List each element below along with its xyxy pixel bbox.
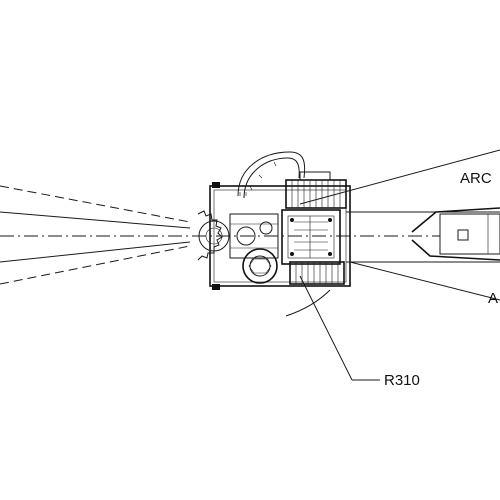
joint-detail-lines — [294, 216, 328, 258]
robot-base — [197, 182, 351, 290]
arm-taper — [411, 207, 500, 233]
cable-loop-outer — [237, 151, 306, 197]
bolt-1 — [290, 218, 294, 222]
motion-range-lines — [0, 185, 191, 285]
base-mount-bottom — [212, 284, 220, 290]
bolt-2 — [328, 218, 332, 222]
radius-leader-line — [299, 275, 353, 381]
arc-leader-bottom — [349, 261, 500, 301]
bolt-4 — [328, 252, 332, 256]
arm-end-block — [439, 213, 500, 255]
base-rotation-circle-inner — [205, 227, 223, 245]
radius-arc — [285, 289, 331, 317]
arm-joint-box — [281, 209, 341, 265]
robot-arm — [346, 207, 500, 263]
cable-harness — [237, 151, 306, 199]
flange-teeth — [197, 210, 223, 261]
lower-reducer — [242, 248, 345, 285]
motor-fins — [291, 180, 341, 208]
reducer-circle-outer — [242, 248, 278, 284]
reducer-circle-inner — [249, 255, 271, 277]
arc-leader-top — [299, 149, 500, 205]
gear-left — [236, 226, 256, 246]
range-line-lower-dashed — [0, 245, 191, 285]
base-plate-outline — [209, 185, 351, 287]
radius-annotation — [285, 275, 380, 381]
radius-label: R310 — [384, 372, 420, 389]
range-line-upper-solid — [0, 211, 191, 229]
arc-label-bottom: A — [488, 290, 498, 307]
range-line-upper-dashed — [0, 185, 191, 223]
range-line-lower-solid — [0, 241, 191, 263]
arm-taper-lower — [411, 239, 500, 261]
base-plate-inner — [213, 189, 347, 283]
lower-motor-fins — [295, 262, 339, 284]
bolt-3 — [290, 252, 294, 256]
arc-label-top: ARC — [460, 170, 492, 187]
motor-cap — [299, 171, 331, 181]
base-mount-top — [212, 182, 220, 188]
gear-right — [259, 221, 273, 235]
cable-loop-inner — [243, 157, 300, 199]
arm-joint-inner — [287, 215, 335, 259]
reducer-hex — [248, 258, 272, 274]
cable-bundle — [239, 161, 277, 196]
lower-motor — [289, 261, 345, 285]
motor-housing — [285, 171, 347, 209]
arm-clip — [457, 229, 469, 241]
base-rotation-circle — [198, 220, 230, 252]
right-range-lines — [299, 149, 500, 301]
